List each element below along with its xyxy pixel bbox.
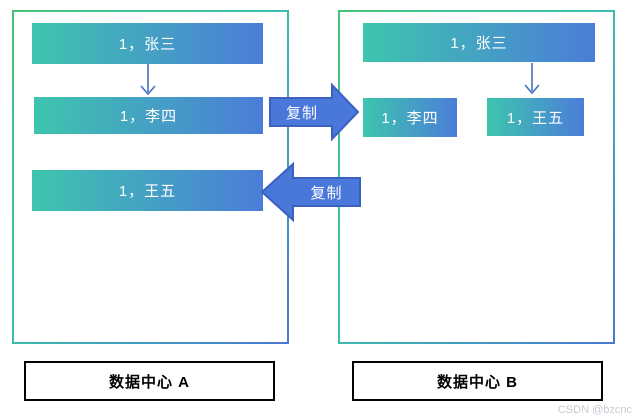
csdn-watermark: CSDN @bzcnc bbox=[557, 404, 632, 416]
replicate-left-label: 复制 bbox=[310, 184, 343, 202]
replicate-right-label: 复制 bbox=[285, 104, 318, 122]
caption-datacenter-b-text: 数据中心 B bbox=[436, 373, 518, 391]
caption-datacenter-a: 数据中心 A bbox=[24, 361, 275, 401]
panel-datacenter-b bbox=[338, 10, 615, 344]
node-a-zhangsan: 1，张三 bbox=[32, 23, 263, 64]
node-b-lisi-text: 1，李四 bbox=[381, 110, 439, 127]
node-a-lisi-text: 1，李四 bbox=[119, 108, 178, 125]
node-a-wangwu: 1，王五 bbox=[32, 170, 263, 211]
node-b-wangwu-text: 1，王五 bbox=[506, 109, 565, 127]
node-b-zhangsan-text: 1，张三 bbox=[450, 35, 508, 52]
caption-datacenter-b: 数据中心 B bbox=[352, 361, 603, 401]
node-a-lisi: 1，李四 bbox=[34, 97, 263, 134]
node-a-wangwu-text: 1，王五 bbox=[118, 183, 177, 200]
node-b-wangwu: 1，王五 bbox=[487, 98, 584, 136]
node-b-lisi: 1，李四 bbox=[363, 98, 457, 137]
caption-datacenter-a-text: 数据中心 A bbox=[108, 373, 190, 391]
node-b-zhangsan: 1，张三 bbox=[363, 23, 595, 62]
node-a-zhangsan-text: 1，张三 bbox=[118, 36, 177, 53]
